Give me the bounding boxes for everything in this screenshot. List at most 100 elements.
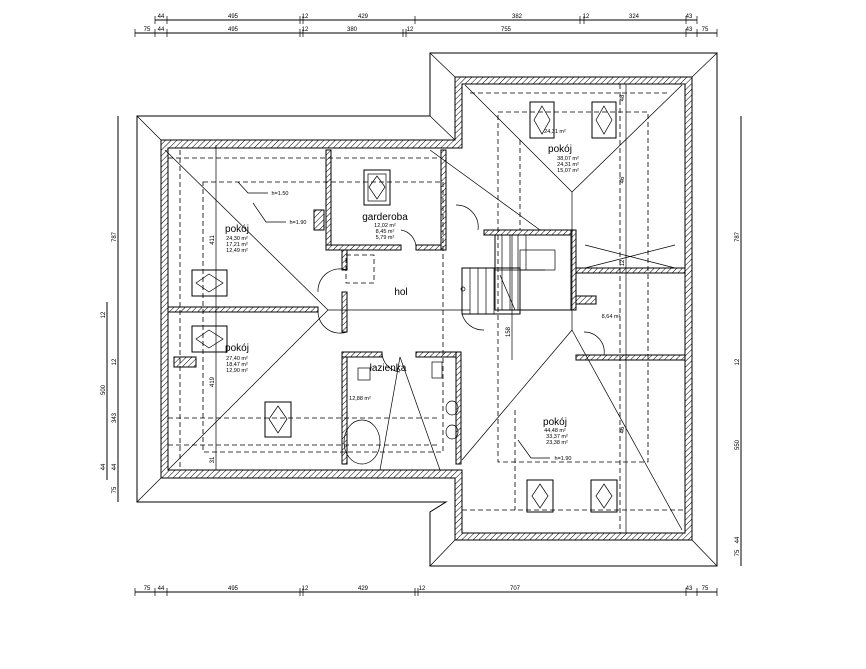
room-pokoj-se: pokój 44,48 m² 33,37 m² 23,38 m² [543, 417, 568, 446]
svg-text:550: 550 [735, 439, 741, 450]
svg-text:44,48 m²: 44,48 m² [544, 428, 566, 434]
svg-text:12,02 m²: 12,02 m² [374, 223, 396, 229]
svg-text:43: 43 [686, 27, 693, 33]
left-dimension-outer: 787 12 343 44 75 [112, 116, 119, 502]
svg-text:48: 48 [620, 94, 626, 101]
svg-text:łazienka: łazienka [370, 363, 407, 374]
svg-text:75: 75 [144, 27, 151, 33]
svg-text:h=1.90: h=1.90 [555, 456, 572, 462]
exterior-walls [160, 76, 693, 541]
svg-text:158: 158 [506, 326, 512, 337]
svg-text:46: 46 [620, 176, 626, 183]
roof-window-icon [591, 101, 617, 139]
room-hol: hol [394, 287, 407, 298]
svg-text:75: 75 [112, 486, 118, 493]
svg-text:324: 324 [629, 14, 640, 20]
svg-text:38,07 m²: 38,07 m² [557, 156, 579, 162]
roof-window-icon [191, 269, 228, 297]
height-annotation: h=1.90 [517, 439, 572, 462]
svg-text:495: 495 [228, 14, 239, 20]
svg-text:garderoba: garderoba [362, 212, 408, 223]
svg-text:411: 411 [210, 235, 216, 245]
svg-text:24,30 m²: 24,30 m² [226, 236, 248, 242]
svg-text:pokój: pokój [225, 224, 249, 235]
left-dimension-inner: 12 500 44 [101, 302, 108, 480]
svg-text:343: 343 [112, 412, 118, 423]
svg-text:44: 44 [158, 14, 165, 20]
roof-lines [164, 84, 683, 531]
svg-text:15,07 m²: 15,07 m² [557, 168, 579, 174]
room-storage: 8,64 m² [602, 314, 621, 320]
knee-wall-lines [168, 84, 685, 533]
svg-text:12,49 m²: 12,49 m² [226, 248, 248, 254]
svg-text:12: 12 [302, 27, 309, 33]
svg-text:44: 44 [735, 536, 741, 543]
svg-text:31: 31 [210, 456, 216, 463]
svg-text:12: 12 [112, 358, 118, 365]
svg-text:43: 43 [686, 14, 693, 20]
svg-text:75: 75 [735, 549, 741, 556]
svg-text:12: 12 [302, 14, 309, 20]
svg-text:12,90 m²: 12,90 m² [226, 368, 248, 374]
svg-text:33,37 m²: 33,37 m² [546, 434, 568, 440]
svg-text:787: 787 [112, 231, 118, 242]
svg-text:pokój: pokój [225, 343, 249, 354]
roof-windows [191, 101, 618, 513]
svg-text:8,45 m²: 8,45 m² [376, 229, 395, 235]
svg-text:h=1.90: h=1.90 [290, 220, 307, 226]
right-dimension: 787 12 550 44 75 [735, 116, 742, 566]
svg-text:12: 12 [735, 358, 741, 365]
room-pokoj-nw: pokój 24,30 m² 17,21 m² 12,49 m² [225, 224, 249, 254]
svg-text:12: 12 [620, 259, 626, 266]
svg-text:787: 787 [735, 231, 741, 242]
top-dimension-row-2: 75 44 495 12 380 12 755 43 75 [134, 27, 718, 37]
svg-text:18,47 m²: 18,47 m² [226, 362, 248, 368]
roof-outline [136, 52, 718, 567]
svg-text:495: 495 [228, 27, 239, 33]
roof-window-icon [264, 401, 292, 438]
svg-text:24,31 m²: 24,31 m² [544, 129, 566, 135]
svg-text:h=1.50: h=1.50 [272, 191, 289, 197]
svg-text:pokój: pokój [548, 144, 572, 155]
svg-text:12: 12 [302, 586, 309, 592]
svg-text:44: 44 [158, 586, 165, 592]
svg-text:12: 12 [407, 27, 414, 33]
svg-text:755: 755 [501, 27, 512, 33]
svg-text:75: 75 [702, 586, 709, 592]
staircase [460, 234, 572, 315]
room-lazienka: łazienka 12,88 m² [349, 363, 407, 402]
svg-text:707: 707 [510, 586, 521, 592]
svg-text:23,38 m²: 23,38 m² [546, 440, 568, 446]
svg-text:24,31 m²: 24,31 m² [557, 162, 579, 168]
svg-text:12,88 m²: 12,88 m² [349, 396, 371, 402]
height-annotation: h=1.50 [237, 181, 289, 197]
roof-window-icon [529, 101, 555, 139]
svg-text:12: 12 [101, 311, 107, 318]
room-garderoba: garderoba 12,02 m² 8,45 m² 5,79 m² [362, 212, 408, 241]
svg-text:12: 12 [419, 586, 426, 592]
room-pokoj-ne: 24,31 m² pokój 38,07 m² 24,31 m² 15,07 m… [544, 129, 579, 174]
svg-text:pokój: pokój [543, 417, 567, 428]
svg-text:44: 44 [158, 27, 165, 33]
svg-text:382: 382 [512, 14, 523, 20]
svg-text:380: 380 [347, 27, 358, 33]
roof-window-icon [363, 169, 391, 206]
height-annotation: h=1.90 [252, 202, 307, 226]
svg-text:5,79 m²: 5,79 m² [376, 235, 395, 241]
interior-walls [167, 149, 686, 465]
svg-text:17,21 m²: 17,21 m² [226, 242, 248, 248]
top-dimension-row-1: 44 495 12 429 382 12 324 43 [154, 14, 698, 24]
svg-text:12: 12 [583, 14, 590, 20]
svg-text:75: 75 [702, 27, 709, 33]
svg-text:43: 43 [686, 586, 693, 592]
room-pokoj-sw: pokój 27,40 m² 18,47 m² 12,90 m² [225, 343, 249, 374]
interior-dimensions: 411 419 158 48 46 12 31 46 [210, 84, 627, 533]
roof-window-icon [191, 325, 228, 353]
svg-text:44: 44 [101, 463, 107, 470]
svg-text:419: 419 [210, 376, 216, 387]
svg-text:46: 46 [620, 426, 626, 433]
svg-text:429: 429 [358, 586, 369, 592]
svg-text:500: 500 [101, 384, 107, 395]
bottom-dimension-row: 75 44 495 12 429 12 707 43 75 [134, 586, 718, 596]
roof-window-icon [590, 479, 618, 513]
